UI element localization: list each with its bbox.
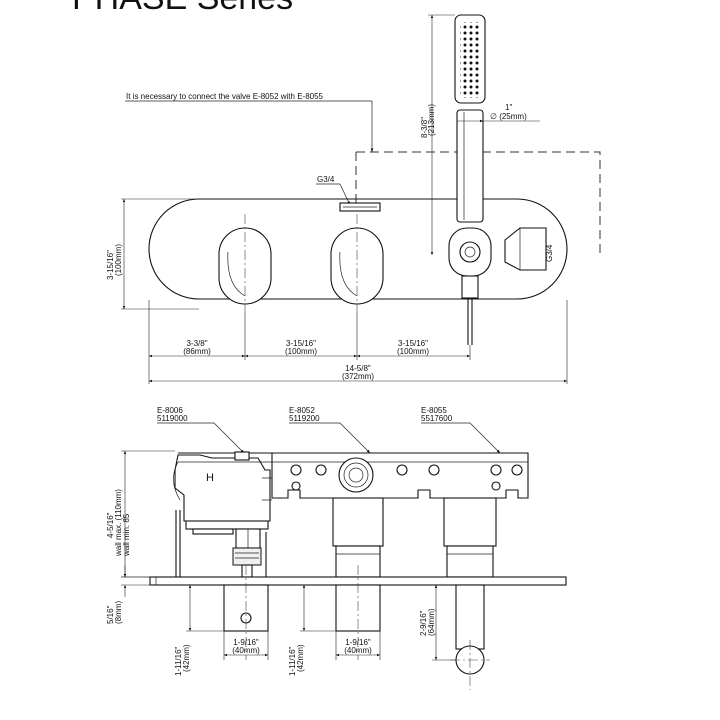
handle-1-width-metric: (40mm)	[232, 646, 260, 655]
handle-2-width-metric: (40mm)	[344, 646, 372, 655]
handshower-length-metric: (213mm)	[427, 104, 436, 136]
overall-width-imperial: 14-5/8"	[345, 364, 371, 373]
thread-label-side: G3/4	[545, 244, 554, 262]
handshower-spray-holes	[460, 22, 480, 98]
handshower-handle	[456, 109, 484, 223]
handshower-length-imperial: 8-3/8"	[420, 117, 429, 138]
component-1-number: 5119000	[157, 414, 188, 423]
connection-note: It is necessary to connect the valve E-8…	[126, 92, 324, 101]
wall-depth-min: wall min. 85	[122, 513, 131, 557]
manifold-bar	[178, 452, 529, 499]
spacing-1-imperial: 3-3/8"	[186, 339, 207, 348]
plate-depth-metric: (8mm)	[114, 601, 123, 624]
thread-label-top: G3/4	[317, 175, 335, 184]
front-view: It is necessary to connect the valve E-8…	[106, 14, 601, 384]
outlet-depth-metric: (64mm)	[427, 608, 436, 636]
spacing-1-metric: (86mm)	[183, 347, 211, 356]
plate-height-metric: (100mm)	[114, 244, 123, 276]
handshower-diameter-metric: ∅ (25mm)	[490, 112, 527, 121]
handle-1-width-imperial: 1-9/16"	[233, 638, 259, 647]
handshower-diameter-imperial: 1"	[505, 103, 512, 112]
overall-width-metric: (372mm)	[342, 372, 374, 381]
handle-2-depth-imperial: 1-11/16"	[288, 646, 297, 676]
outlet-depth-imperial: 2-9/16"	[419, 610, 428, 636]
spacing-2-imperial: 3-15/16"	[286, 339, 316, 348]
series-title: PHASE Series	[72, 0, 293, 17]
cover-plate	[148, 198, 568, 300]
plate-height-imperial: 3-15/16"	[106, 250, 115, 280]
side-outlet	[504, 227, 547, 271]
wall-depth-imperial: 4-5/16"	[106, 512, 115, 538]
holder-knob	[459, 241, 481, 263]
component-1-code: E-8006	[157, 406, 183, 415]
handle-2-depth-metric: (42mm)	[296, 644, 305, 672]
plate-depth-imperial: 5/16"	[106, 605, 115, 624]
cartridge-stem	[232, 547, 262, 566]
diverter-body	[332, 497, 384, 547]
handle-1-depth-metric: (42mm)	[182, 644, 191, 672]
component-2-number: 5119200	[289, 414, 320, 423]
hidden-box-outline	[355, 151, 601, 256]
hose-connector	[461, 275, 479, 299]
hot-mark-icon: H	[206, 472, 214, 484]
component-2-code: E-8052	[289, 406, 315, 415]
thermostatic-body	[174, 454, 271, 522]
handle-2-width-imperial: 1-9/16"	[345, 638, 371, 647]
section-view: E-8006 5119000 E-8052 5119200 E-8055 551…	[106, 406, 567, 690]
spacing-3-metric: (100mm)	[397, 347, 429, 356]
spacing-2-metric: (100mm)	[285, 347, 317, 356]
handle-1-depth-imperial: 1-11/16"	[174, 646, 183, 676]
component-3-code: E-8055	[421, 406, 447, 415]
wall-depth-max: wall max. (110mm)	[114, 489, 123, 557]
outlet-elbow	[455, 584, 485, 650]
outlet-body	[443, 497, 497, 547]
component-3-number: 5517600	[421, 414, 453, 423]
spacing-3-imperial: 3-15/16"	[398, 339, 428, 348]
